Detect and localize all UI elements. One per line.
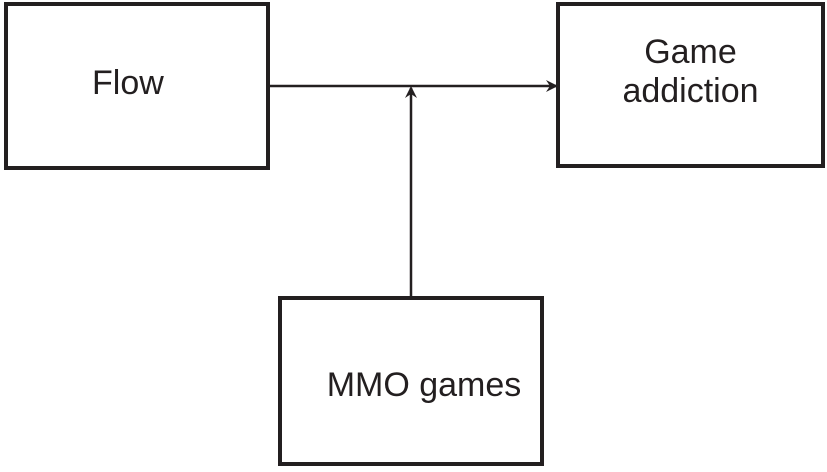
mmo-games-box: MMO games: [278, 296, 544, 466]
flow-label: Flow: [92, 64, 164, 103]
mmo-games-label: MMO games: [326, 366, 522, 405]
game-addiction-label-line1: Game: [644, 32, 737, 71]
game-addiction-label-line2: addiction: [622, 72, 759, 110]
flow-box: Flow: [4, 2, 270, 170]
game-addiction-box: Game addiction: [556, 2, 825, 168]
